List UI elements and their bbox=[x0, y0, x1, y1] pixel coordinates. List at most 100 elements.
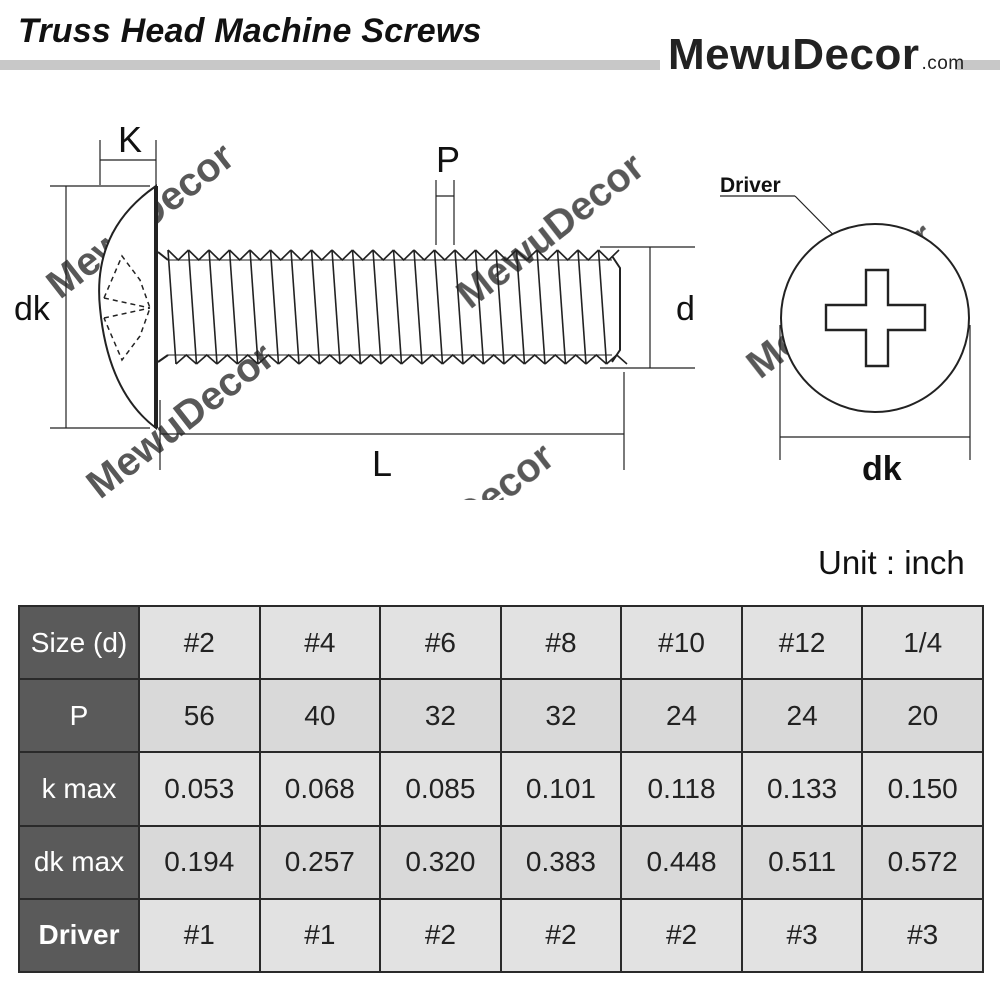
table-cell: 0.572 bbox=[861, 824, 984, 900]
thread-crest bbox=[433, 249, 444, 365]
thread-profile-top bbox=[208, 249, 231, 262]
dim-label-l: L bbox=[372, 443, 392, 484]
thread-crest bbox=[556, 249, 567, 365]
thread-crest bbox=[597, 249, 608, 365]
thread-profile-bottom bbox=[298, 353, 321, 365]
thread-profile-bottom bbox=[564, 353, 587, 365]
thread-profile-bottom bbox=[544, 353, 567, 365]
thread-crest bbox=[187, 249, 198, 365]
thread-crest bbox=[372, 249, 382, 365]
screw-diagram: MewuDecor MewuDecor MewuDecor MewuDecor … bbox=[14, 119, 971, 500]
table-cell: #8 bbox=[499, 604, 623, 681]
table-cell: 0.085 bbox=[379, 751, 502, 827]
dim-label-p: P bbox=[436, 139, 460, 180]
shank-top bbox=[157, 251, 169, 261]
thread-profile-bottom bbox=[318, 353, 341, 365]
brand-name: MewuDecor bbox=[668, 30, 920, 79]
table-cell: #10 bbox=[620, 604, 743, 681]
shank-end bbox=[611, 255, 621, 363]
thread-profile-top bbox=[597, 249, 620, 262]
thread-profile-bottom bbox=[339, 353, 362, 365]
table-cell: 0.194 bbox=[138, 824, 261, 900]
screw-head bbox=[98, 184, 157, 431]
title-underline-right bbox=[955, 60, 1000, 70]
thread-crest bbox=[310, 249, 321, 365]
table-cell: 0.053 bbox=[138, 751, 261, 827]
table-cell: 1/4 bbox=[861, 604, 984, 681]
table-cell: 0.068 bbox=[258, 751, 382, 827]
thread-profile-top bbox=[351, 249, 374, 262]
thread-profile-top bbox=[372, 249, 395, 262]
thread-crest bbox=[577, 249, 587, 365]
table-cell: #2 bbox=[499, 897, 623, 974]
table-cell: #12 bbox=[740, 604, 864, 681]
thread-profile-top bbox=[556, 249, 579, 262]
table-cell: #2 bbox=[620, 897, 743, 974]
table-cell: 32 bbox=[499, 678, 623, 754]
screw-side-view bbox=[98, 184, 621, 431]
row-header: k max bbox=[18, 751, 140, 827]
dim-label-d: d bbox=[676, 290, 695, 328]
thread-profile-top bbox=[413, 249, 436, 262]
title-underline bbox=[0, 60, 660, 70]
thread-profile-top bbox=[167, 249, 190, 262]
screw-top-view bbox=[780, 223, 970, 413]
phillips-recess bbox=[824, 268, 927, 368]
thread-crest bbox=[351, 249, 362, 365]
page-title: Truss Head Machine Screws bbox=[18, 12, 482, 50]
thread-crest bbox=[392, 249, 403, 365]
row-header: Driver bbox=[18, 897, 140, 974]
unit-label: Unit : inch bbox=[818, 544, 965, 581]
thread-profile-top bbox=[228, 249, 251, 262]
thread-crest bbox=[413, 249, 423, 365]
thread-profile-bottom bbox=[503, 353, 526, 365]
table-cell: #4 bbox=[258, 604, 382, 681]
table-cell: 0.133 bbox=[740, 751, 864, 827]
thread-profile-top bbox=[536, 249, 559, 262]
thread-profile-bottom bbox=[462, 353, 485, 365]
table-cell: 0.511 bbox=[740, 824, 864, 900]
thread-profile-bottom bbox=[380, 353, 403, 365]
table-cell: #3 bbox=[861, 897, 984, 974]
thread-crest bbox=[515, 249, 526, 365]
table-cell: #6 bbox=[379, 604, 502, 681]
row-header: P bbox=[18, 678, 140, 754]
table-cell: 24 bbox=[620, 678, 743, 754]
thread-crest bbox=[228, 249, 239, 365]
thread-profile-bottom bbox=[400, 353, 423, 365]
thread-profile-bottom bbox=[585, 353, 608, 365]
dim-label-driver: Driver bbox=[720, 174, 781, 197]
thread-profile-bottom bbox=[195, 353, 218, 365]
thread-profile-bottom bbox=[277, 353, 300, 365]
table-row: Driver#1#1#2#2#2#3#3 bbox=[18, 897, 984, 974]
table-cell: 56 bbox=[138, 678, 261, 754]
thread-profile-top bbox=[269, 249, 292, 262]
thread-profile-bottom bbox=[236, 353, 259, 365]
brand-tld: .com bbox=[921, 53, 965, 74]
thread-crest bbox=[536, 249, 546, 365]
thread-crest bbox=[495, 249, 505, 365]
thread-profile-top bbox=[433, 249, 456, 262]
shank-bottom bbox=[157, 354, 169, 363]
table-cell: #3 bbox=[740, 897, 864, 974]
thread-crest bbox=[454, 249, 464, 365]
thread-crest bbox=[290, 249, 300, 365]
table-cell: #2 bbox=[138, 604, 261, 681]
table-cell: #2 bbox=[379, 897, 502, 974]
thread-profile-top bbox=[392, 249, 415, 262]
table-cell: 0.320 bbox=[379, 824, 502, 900]
table-cell: #1 bbox=[258, 897, 382, 974]
thread-crest bbox=[269, 249, 280, 365]
row-header: Size (d) bbox=[18, 604, 140, 681]
row-header: dk max bbox=[18, 824, 140, 900]
table-cell: 0.101 bbox=[499, 751, 623, 827]
dimension-lines bbox=[50, 140, 971, 470]
thread-profile-top bbox=[474, 249, 497, 262]
thread-profile-bottom bbox=[523, 353, 546, 365]
table-cell: 20 bbox=[861, 678, 984, 754]
thread-profile-bottom bbox=[605, 353, 628, 365]
